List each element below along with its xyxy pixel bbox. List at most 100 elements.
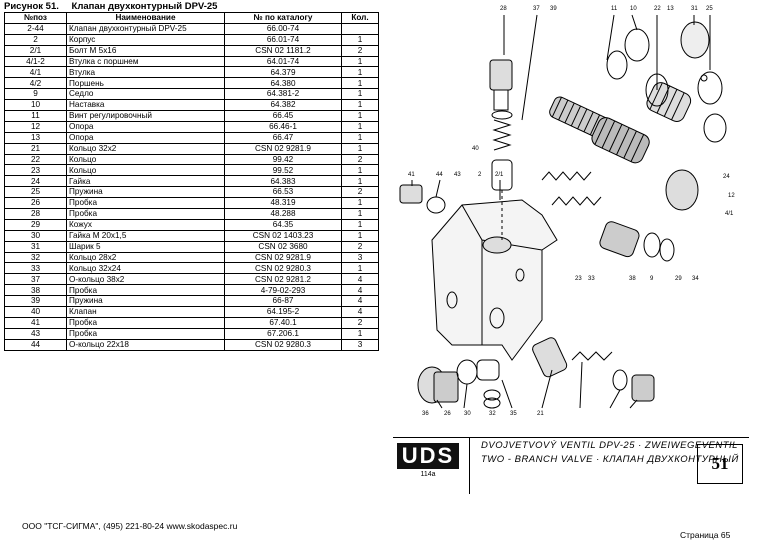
cell-quantity: 2 [341, 186, 379, 199]
footer-page-number: Страница 65 [680, 530, 731, 540]
cell-catalog-number: 66.53 [224, 186, 342, 199]
cell-position: 26 [4, 197, 67, 210]
cell-catalog-number: 66.00-74 [224, 22, 342, 35]
callout-label: 37 [533, 6, 540, 12]
cell-position: 11 [4, 110, 67, 122]
cell-position: 41 [4, 316, 67, 329]
cell-position: 4/2 [4, 77, 67, 90]
header-quantity: Кол. [341, 12, 379, 24]
callout-label: 10 [630, 6, 637, 12]
callout-label: 33 [588, 276, 595, 282]
cell-name: Клапан [66, 306, 225, 318]
cell-catalog-number: CSN 02 9281.9 [224, 251, 342, 264]
callout-label: 39 [550, 6, 557, 12]
cell-catalog-number: 48.288 [224, 208, 342, 220]
callout-label: 4/1 [725, 211, 734, 217]
logo-code: 114a [420, 471, 436, 478]
callout-label: 26 [444, 411, 451, 417]
cell-catalog-number: 99.52 [224, 164, 342, 177]
cell-name: О-кольцо 38х2 [66, 273, 225, 286]
cell-catalog-number: 4-79-02-293 [224, 284, 342, 297]
cell-position: 4/1-2 [4, 55, 67, 68]
cell-quantity: 1 [341, 77, 379, 90]
cell-quantity: 1 [341, 33, 379, 46]
cell-catalog-number: 66.47 [224, 131, 342, 144]
cell-name: Шарик 5 [66, 240, 225, 253]
callout-label: 11 [611, 6, 618, 12]
sheet-number: 51 [697, 444, 743, 484]
cell-catalog-number: CSN 02 1181.2 [224, 44, 342, 57]
cell-quantity: 1 [341, 66, 379, 79]
cell-name: Пробка [66, 284, 225, 297]
cell-catalog-number: 64.382 [224, 99, 342, 112]
callout-label: 9 [650, 276, 654, 282]
cell-catalog-number: 67.206.1 [224, 327, 342, 340]
cell-catalog-number: 66.45 [224, 110, 342, 122]
parts-table: №поз Наименование № по каталогу Кол. 2-4… [4, 12, 379, 351]
callout-label: 23 [575, 276, 582, 282]
cell-position: 44 [4, 338, 67, 351]
cell-name: Наставка [66, 99, 225, 112]
cell-name: Кольцо [66, 153, 225, 166]
cell-position: 38 [4, 284, 67, 297]
cell-quantity: 3 [341, 251, 379, 264]
cell-position: 24 [4, 175, 67, 188]
header-position: №поз [4, 12, 67, 24]
cell-quantity: 3 [341, 338, 379, 351]
callout-label: 25 [706, 6, 713, 12]
cell-position: 40 [4, 306, 67, 318]
cell-catalog-number: 48.319 [224, 197, 342, 210]
cell-position: 31 [4, 240, 67, 253]
cell-position: 32 [4, 251, 67, 264]
callout-label: 12 [728, 193, 735, 199]
callout-label: 24 [723, 174, 730, 180]
header-name: Наименование [66, 12, 225, 24]
cell-position: 9 [4, 88, 67, 101]
cell-quantity: 1 [341, 55, 379, 68]
callout-label: 13 [667, 6, 674, 12]
callout-label: 43 [454, 172, 461, 178]
cell-quantity: 4 [341, 306, 379, 318]
cell-name: Гайка М 20х1,5 [66, 229, 225, 242]
cell-catalog-number: 64.01-74 [224, 55, 342, 68]
title-block-divider [469, 438, 470, 494]
cell-quantity: 1 [341, 327, 379, 340]
cell-position: 39 [4, 295, 67, 308]
cell-catalog-number: CSN 02 9280.3 [224, 338, 342, 351]
logo-text: UDS [397, 443, 459, 469]
cell-quantity: 1 [341, 175, 379, 188]
cell-quantity: 1 [341, 120, 379, 133]
cell-name: Кольцо 32х24 [66, 262, 225, 275]
callout-label: 31 [691, 6, 698, 12]
cell-catalog-number: 66.46-1 [224, 120, 342, 133]
cell-name: Болт М 5х16 [66, 44, 225, 57]
cell-catalog-number: 64.379 [224, 66, 342, 79]
callout-label: 21 [537, 411, 544, 417]
cell-name: Поршень [66, 77, 225, 90]
footer-company: ООО "ТСГ-СИГМА", (495) 221-80-24 www.sko… [22, 521, 238, 531]
cell-quantity: 2 [341, 153, 379, 166]
cell-quantity: 4 [341, 295, 379, 308]
callout-label: 2 [478, 172, 482, 178]
cell-quantity: 1 [341, 131, 379, 144]
cell-catalog-number: 66.01-74 [224, 33, 342, 46]
cell-quantity: 1 [341, 197, 379, 210]
cell-name: Опора [66, 120, 225, 133]
callout-label: 38 [629, 276, 636, 282]
header-catalog-number: № по каталогу [224, 12, 342, 24]
cell-catalog-number: 66-87 [224, 295, 342, 308]
title-block-line-1: DVOJVETVOVÝ VENTIL DPV-25 · ZWEIWEGEVENT… [481, 440, 745, 451]
